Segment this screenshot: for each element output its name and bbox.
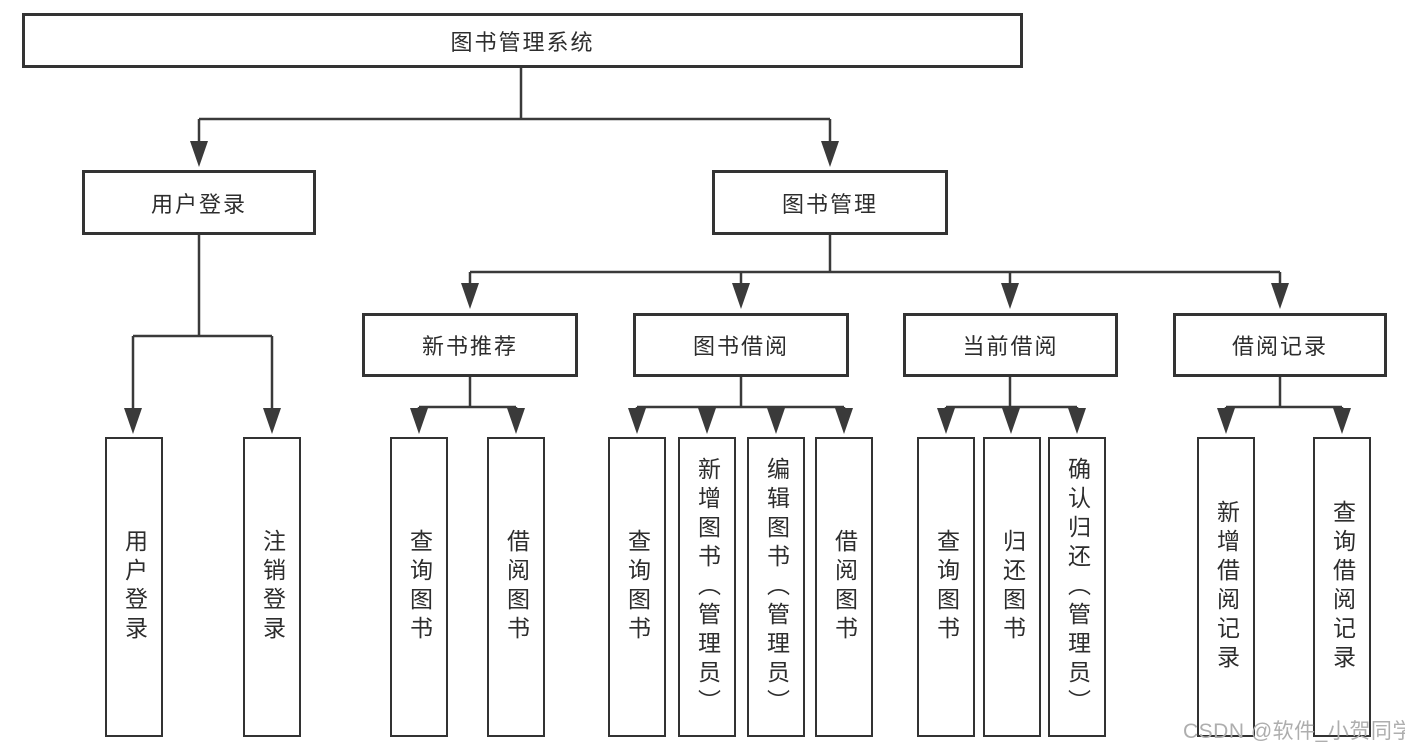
node-label: 借阅图书 (503, 529, 530, 645)
node-query-borrowing-record: 查询借阅记录 (1313, 437, 1371, 737)
node-user-login-branch: 用户登录 (82, 170, 316, 235)
node-label: 用户登录 (121, 529, 148, 645)
arrowhead (835, 408, 853, 434)
node-borrowing-records: 借阅记录 (1173, 313, 1387, 377)
node-label: 确认归还（管理员） (1064, 456, 1091, 718)
connector-book-management-to-level2 (468, 235, 1282, 291)
node-label: 新增图书（管理员） (694, 456, 721, 718)
node-edit-books-admin: 编辑图书（管理员） (747, 437, 805, 737)
node-logout: 注销登录 (243, 437, 301, 737)
node-label: 查询借阅记录 (1329, 500, 1356, 674)
node-label: 用户登录 (150, 191, 247, 217)
arrowhead (767, 408, 785, 434)
node-label: 注销登录 (259, 529, 286, 645)
node-add-books-admin: 新增图书（管理员） (678, 437, 736, 737)
arrowhead (628, 408, 646, 434)
node-confirm-return-admin: 确认归还（管理员） (1048, 437, 1106, 737)
node-return-books: 归还图书 (983, 437, 1041, 737)
arrowhead (1068, 408, 1086, 434)
connector-book-borrowing-to-children (635, 377, 846, 416)
arrowhead (461, 283, 479, 309)
node-label: 借阅图书 (831, 529, 858, 645)
node-label: 新增借阅记录 (1213, 500, 1240, 674)
connector-borrowing-records-to-children (1224, 377, 1344, 416)
arrowhead (263, 408, 281, 434)
arrowhead (410, 408, 428, 434)
node-label: 编辑图书（管理员） (763, 456, 790, 718)
node-add-borrowing-record: 新增借阅记录 (1197, 437, 1255, 737)
node-label: 图书管理 (781, 191, 878, 217)
node-label: 借阅记录 (1231, 334, 1328, 359)
arrowhead (1271, 283, 1289, 309)
arrowhead (1002, 408, 1020, 434)
node-library-management-system: 图书管理系统 (22, 13, 1023, 68)
arrowhead (1333, 408, 1351, 434)
node-label: 当前借阅 (962, 334, 1059, 359)
node-borrowing-query-books: 查询图书 (608, 437, 666, 737)
arrowhead (732, 283, 750, 309)
node-label: 图书借阅 (692, 334, 789, 359)
arrowhead (1001, 283, 1019, 309)
node-book-management: 图书管理 (712, 170, 948, 235)
node-borrowing-borrow-books: 借阅图书 (815, 437, 873, 737)
watermark: CSDN @软件_小贺同学 (1183, 720, 1405, 743)
node-label: 归还图书 (999, 529, 1026, 645)
arrowhead (821, 141, 839, 167)
arrowhead (507, 408, 525, 434)
connector-new-book-recommendation-to-children (417, 377, 518, 416)
arrowheads (124, 141, 1351, 434)
node-label: 查询图书 (933, 529, 960, 645)
arrowhead (698, 408, 716, 434)
arrowhead (124, 408, 142, 434)
connector-user-login-to-children (131, 235, 274, 416)
node-user-login: 用户登录 (105, 437, 163, 737)
node-label: 查询图书 (406, 529, 433, 645)
node-label: 图书管理系统 (450, 29, 595, 55)
node-label: 新书推荐 (421, 334, 518, 359)
node-current-borrowing: 当前借阅 (903, 313, 1118, 377)
node-current-query-books: 查询图书 (917, 437, 975, 737)
arrowhead (937, 408, 955, 434)
node-recommend-borrow-books: 借阅图书 (487, 437, 545, 737)
node-recommend-query-books: 查询图书 (390, 437, 448, 737)
connector-root-to-level1 (197, 68, 832, 150)
node-new-book-recommendation: 新书推荐 (362, 313, 578, 377)
arrowhead (190, 141, 208, 167)
node-label: 查询图书 (624, 529, 651, 645)
arrowhead (1217, 408, 1235, 434)
node-book-borrowing: 图书借阅 (633, 313, 849, 377)
